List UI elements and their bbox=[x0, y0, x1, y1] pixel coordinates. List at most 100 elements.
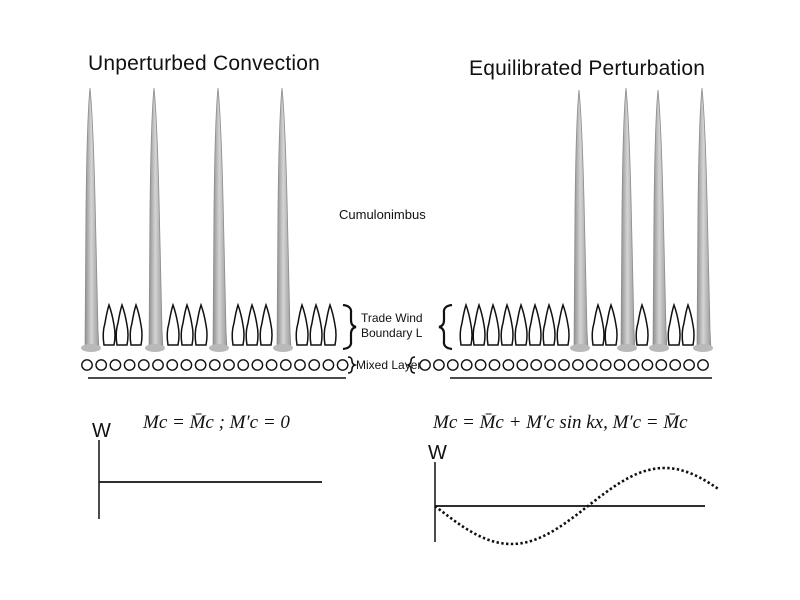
trade-cumulus bbox=[166, 302, 180, 346]
mixed-layer-circle bbox=[627, 359, 640, 371]
cumulonimbus-tower-base bbox=[570, 344, 590, 352]
mixed-layer-circle bbox=[474, 359, 487, 371]
trade-cumuli-right bbox=[459, 302, 695, 346]
trade-cumulus bbox=[231, 302, 245, 346]
trade-cumulus bbox=[542, 302, 556, 346]
trade-cumulus bbox=[115, 302, 129, 346]
mixed-layer-circle bbox=[265, 359, 278, 371]
cumulonimbus-label: Cumulonimbus bbox=[339, 207, 426, 222]
trade-cumuli-left bbox=[102, 302, 337, 346]
mixed-layer-circle bbox=[237, 359, 250, 371]
cumulonimbus-tower bbox=[652, 89, 668, 351]
mixed-layer-circle bbox=[166, 359, 179, 371]
cumulonimbus-towers-right bbox=[570, 87, 713, 352]
mixed-layer-circle bbox=[308, 359, 321, 371]
trade-cumulus bbox=[528, 302, 542, 346]
mixed-layer-circle bbox=[152, 359, 164, 371]
mixed-layer-circle bbox=[223, 359, 235, 371]
mixed-layer-circle bbox=[530, 359, 543, 371]
mixed-layer-circle bbox=[109, 359, 122, 371]
mixed-layer-circle bbox=[655, 359, 668, 371]
mixed-layer-label: Mixed Layer bbox=[356, 358, 422, 372]
trade-cumulus bbox=[259, 302, 273, 346]
cumulonimbus-tower bbox=[148, 87, 164, 351]
mixed-layer-circle bbox=[194, 359, 207, 371]
left-w-axis-label: W bbox=[92, 420, 111, 442]
cumulonimbus-tower-base bbox=[617, 344, 637, 352]
mixed-layer-circle bbox=[488, 359, 501, 371]
cumulonimbus-tower bbox=[212, 87, 228, 351]
trade-cumulus bbox=[472, 302, 486, 346]
mixed-layer-circle bbox=[279, 359, 292, 371]
mixed-layer-circle bbox=[336, 359, 349, 371]
mixed-layer-circle bbox=[669, 359, 682, 371]
mixed-layer-circle bbox=[137, 359, 150, 371]
trade-cumulus bbox=[635, 302, 649, 346]
mixed-layer-circle bbox=[641, 359, 654, 371]
cumulonimbus-tower bbox=[84, 87, 100, 351]
trade-cumulus bbox=[102, 302, 116, 346]
right-panel-title: Equilibrated Perturbation bbox=[469, 57, 706, 80]
mixed-layer-circle bbox=[294, 359, 306, 371]
trade-cumulus bbox=[295, 302, 309, 346]
mixed-layer-circle bbox=[208, 359, 221, 371]
trade-cumulus bbox=[500, 302, 514, 346]
mixed-layer-circle bbox=[446, 359, 459, 371]
mixed-layer-circle bbox=[81, 359, 93, 371]
cumulonimbus-tower bbox=[276, 87, 292, 351]
mixed-layer-circle bbox=[516, 359, 529, 371]
trade-cumulus bbox=[323, 302, 337, 346]
mixed-layer-circle bbox=[123, 359, 136, 371]
trade-cumulus bbox=[667, 302, 681, 346]
trade-cumulus bbox=[309, 302, 323, 346]
mixed-layer-circles-right bbox=[419, 359, 709, 371]
cumulonimbus-tower-base bbox=[273, 344, 293, 352]
trade-wind-label-line1: Trade Wind bbox=[361, 311, 423, 325]
mixed-layer-circle bbox=[697, 359, 709, 371]
mixed-layer-circle bbox=[572, 359, 584, 371]
cumulonimbus-tower-base bbox=[81, 344, 101, 352]
left-panel-title: Unperturbed Convection bbox=[88, 52, 321, 75]
mixed-layer-circle bbox=[544, 359, 556, 371]
mixed-layer-circle bbox=[180, 359, 193, 371]
right-equation: Mc = M̄c + M′c sin kx, M′c = M̄c bbox=[433, 412, 688, 433]
mixed-layer-circle bbox=[432, 359, 445, 371]
trade-cumulus bbox=[514, 302, 528, 346]
mixed-layer-circle bbox=[683, 359, 695, 371]
right-plot-sine-curve bbox=[434, 466, 719, 546]
mixed-layer-circle bbox=[419, 359, 431, 371]
cumulonimbus-towers-left bbox=[81, 87, 293, 352]
mixed-layer-circle bbox=[599, 359, 612, 371]
trade-cumulus bbox=[459, 302, 473, 346]
trade-cumulus bbox=[486, 302, 500, 346]
trade-cumulus bbox=[681, 302, 695, 346]
trade-cumulus bbox=[180, 302, 194, 346]
mixed-layer-circle bbox=[613, 359, 626, 371]
right-w-axis-label: W bbox=[428, 442, 447, 464]
mixed-layer-circle bbox=[251, 359, 264, 371]
mixed-layer-circles-left bbox=[81, 359, 349, 371]
trade-wind-label-line2: Boundary L bbox=[361, 326, 423, 340]
brace-mixed-right bbox=[405, 356, 416, 374]
mixed-layer-circle bbox=[502, 359, 515, 371]
cumulonimbus-tower-base bbox=[649, 344, 669, 352]
mixed-layer-circle bbox=[322, 359, 335, 371]
mixed-layer-circle bbox=[585, 359, 598, 371]
brace-mixed-left bbox=[347, 356, 358, 374]
mixed-layer-circle bbox=[95, 359, 108, 371]
mixed-layer-circle bbox=[460, 359, 473, 371]
cumulonimbus-tower bbox=[696, 87, 712, 351]
cumulonimbus-tower-base bbox=[145, 344, 165, 352]
trade-cumulus bbox=[556, 302, 570, 346]
left-equation: Mc = M̄c ; M′c = 0 bbox=[143, 412, 290, 433]
cumulonimbus-tower bbox=[620, 87, 636, 351]
brace-trade-left bbox=[342, 303, 357, 351]
cumulonimbus-tower-base bbox=[209, 344, 229, 352]
trade-cumulus bbox=[245, 302, 259, 346]
brace-trade-right bbox=[438, 303, 453, 351]
trade-cumulus bbox=[194, 302, 208, 346]
trade-cumulus bbox=[129, 302, 143, 346]
cumulonimbus-tower bbox=[573, 89, 589, 351]
trade-cumulus bbox=[591, 302, 605, 346]
